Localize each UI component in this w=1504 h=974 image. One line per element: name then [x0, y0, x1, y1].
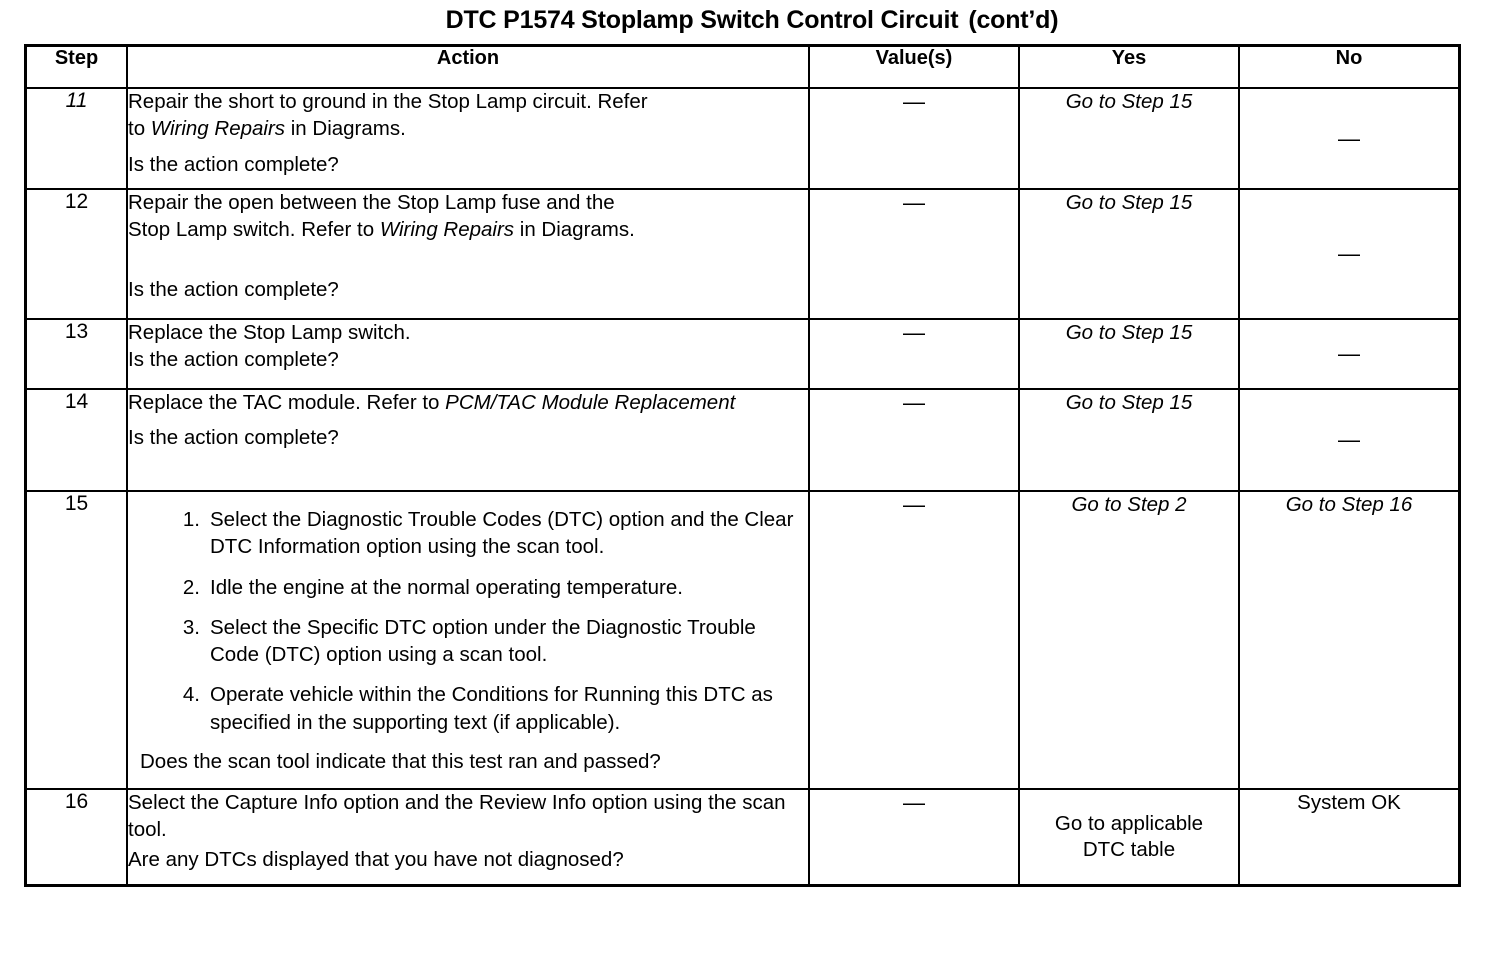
- yes-route-line-2: DTC table: [1082, 838, 1176, 861]
- page-title: DTC P1574 Stoplamp Switch Control Circui…: [0, 6, 1504, 35]
- page-title-continued: (cont’d): [968, 6, 1059, 34]
- action-reference: Wiring Repairs: [379, 217, 515, 241]
- step-number: 14: [25, 388, 128, 492]
- table-row: 11 Repair the short to ground in the Sto…: [25, 87, 1460, 190]
- action-description: Replace the Stop Lamp switch. Is the act…: [126, 318, 810, 390]
- table-header: Step Action Value(s) Yes No: [25, 45, 1460, 89]
- step-number: 12: [25, 188, 128, 320]
- no-route: —: [1238, 87, 1460, 190]
- step-number: 16: [25, 788, 128, 886]
- value-cell: —: [808, 87, 1020, 190]
- no-route: Go to Step 16: [1238, 490, 1460, 790]
- action-question: Is the action complete?: [128, 425, 339, 449]
- value-cell: —: [808, 788, 1020, 886]
- action-reference: Wiring Repairs: [150, 116, 286, 140]
- action-text-continued: Stop Lamp switch. Refer to Wiring Repair…: [128, 217, 635, 241]
- list-item: Idle the engine at the normal operating …: [174, 574, 683, 602]
- action-text: Replace the TAC module. Refer to PCM/TAC…: [128, 391, 736, 414]
- value-cell: —: [808, 188, 1020, 320]
- step-number: 13: [25, 318, 128, 390]
- table-header-row: Step Action Value(s) Yes No: [25, 45, 1460, 89]
- yes-route: Go to Step 15: [1018, 87, 1240, 190]
- action-text: Select the Capture Info option and the R…: [128, 791, 786, 841]
- action-step-list: Select the Diagnostic Trouble Codes (DTC…: [140, 506, 798, 736]
- action-question: Is the action complete?: [128, 278, 339, 302]
- list-item: Operate vehicle within the Conditions fo…: [174, 681, 773, 734]
- yes-route: Go to Step 15: [1018, 388, 1240, 492]
- action-text-continued: to Wiring Repairs in Diagrams.: [128, 116, 406, 140]
- column-header-no: No: [1238, 45, 1460, 89]
- diagnostic-steps-table: Step Action Value(s) Yes No 11 Repair th…: [24, 44, 1461, 887]
- action-description: Repair the open between the Stop Lamp fu…: [126, 188, 810, 320]
- list-item: Select the Diagnostic Trouble Codes (DTC…: [174, 506, 794, 559]
- step-number: 11: [25, 87, 128, 190]
- action-question: Does the scan tool indicate that this te…: [140, 749, 661, 773]
- action-question: Are any DTCs displayed that you have not…: [128, 848, 624, 872]
- no-route: —: [1238, 318, 1460, 390]
- value-cell: —: [808, 490, 1020, 790]
- yes-route: Go to Step 15: [1018, 318, 1240, 390]
- value-cell: —: [808, 318, 1020, 390]
- table-row: 15 Select the Diagnostic Trouble Codes (…: [25, 490, 1460, 790]
- yes-route: Go to applicable DTC table: [1018, 788, 1240, 886]
- action-reference: PCM/TAC Module Replacement: [445, 391, 736, 414]
- column-header-yes: Yes: [1018, 45, 1240, 89]
- column-header-action: Action: [126, 45, 810, 89]
- action-description: Repair the short to ground in the Stop L…: [126, 87, 810, 190]
- yes-route: Go to Step 15: [1018, 188, 1240, 320]
- table-body: 11 Repair the short to ground in the Sto…: [25, 87, 1460, 886]
- value-cell: —: [808, 388, 1020, 492]
- action-text: Repair the short to ground in the Stop L…: [128, 90, 648, 113]
- action-text: Replace the Stop Lamp switch.: [128, 321, 411, 344]
- page-title-main: DTC P1574 Stoplamp Switch Control Circui…: [445, 6, 959, 34]
- action-question: Is the action complete?: [128, 153, 339, 177]
- yes-route: Go to Step 2: [1018, 490, 1240, 790]
- yes-route-line-1: Go to applicable: [1054, 812, 1204, 836]
- table-row: 16 Select the Capture Info option and th…: [25, 788, 1460, 886]
- table-row: 12 Repair the open between the Stop Lamp…: [25, 188, 1460, 320]
- action-description: Replace the TAC module. Refer to PCM/TAC…: [126, 388, 810, 492]
- action-description: Select the Capture Info option and the R…: [126, 788, 810, 886]
- no-route: —: [1238, 388, 1460, 492]
- step-number: 15: [25, 490, 128, 790]
- action-description: Select the Diagnostic Trouble Codes (DTC…: [126, 490, 810, 790]
- table-row: 13 Replace the Stop Lamp switch. Is the …: [25, 318, 1460, 390]
- action-text: Repair the open between the Stop Lamp fu…: [128, 191, 615, 214]
- column-header-value: Value(s): [808, 45, 1020, 89]
- table-row: 14 Replace the TAC module. Refer to PCM/…: [25, 388, 1460, 492]
- list-item: Select the Specific DTC option under the…: [174, 614, 756, 666]
- no-route: —: [1238, 188, 1460, 320]
- action-question: Is the action complete?: [128, 347, 339, 371]
- column-header-step: Step: [25, 45, 128, 89]
- no-route: System OK: [1238, 788, 1460, 886]
